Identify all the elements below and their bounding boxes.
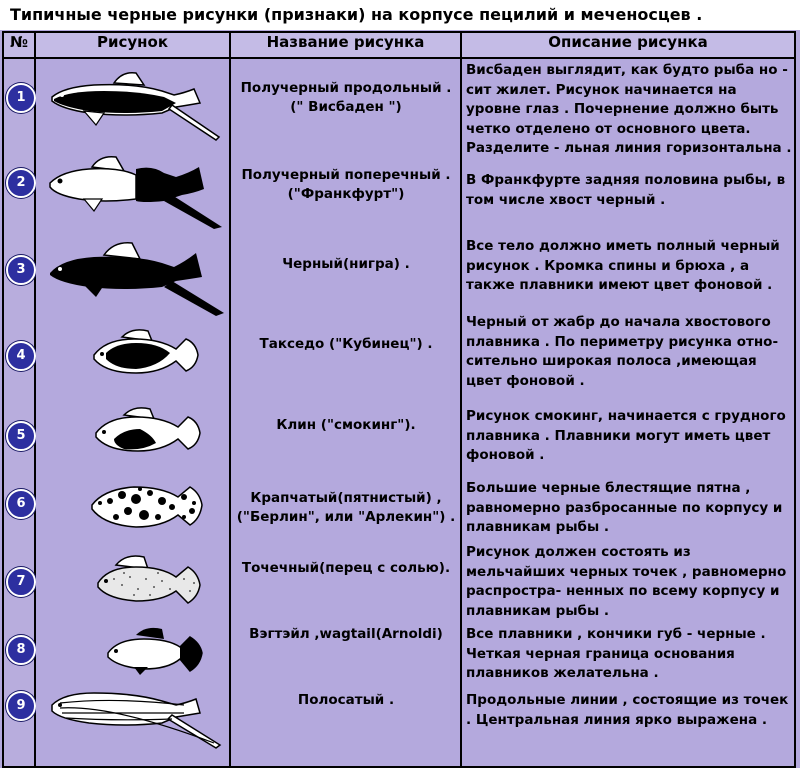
fish-wiesbaden-icon [51, 71, 221, 141]
pattern-name: Получерный поперечный . ("Франкфурт") [241, 167, 451, 202]
pattern-description: Черный от жабр до начала хвостового плав… [466, 314, 779, 389]
pattern-name: Клин ("смокинг"). [276, 417, 416, 433]
pattern-description: Продольные линии , состоящие из точек . … [466, 692, 789, 728]
pattern-description: Большие черные блестящие пятна , равноме… [466, 480, 783, 535]
name-column: Получерный продольный . (" Висбаден ") П… [229, 57, 462, 768]
fish-wedge-icon [95, 407, 201, 452]
row-number-badge: 2 [6, 168, 36, 198]
row-number-badge: 4 [6, 341, 36, 371]
fish-speckled-icon [97, 555, 201, 604]
pattern-name: Точечный(перец с солью). [241, 560, 451, 576]
pattern-description: Все плавники , кончики губ - черные . Че… [466, 626, 766, 681]
header-picture: Рисунок [34, 31, 231, 59]
fish-wagtail-icon [107, 627, 203, 675]
header-name: Название рисунка [229, 31, 462, 59]
row-number-badge: 3 [6, 255, 36, 285]
pattern-description: Рисунок смокинг, начинается с грудного п… [466, 408, 786, 463]
header-number: № [2, 31, 36, 59]
row-number-badge: 8 [6, 635, 36, 665]
pattern-description: В Франкфурте задняя половина рыбы, в том… [466, 172, 786, 208]
patterns-table: № Рисунок Название рисунка Описание рису… [2, 31, 796, 768]
row-number-badge: 1 [6, 83, 36, 113]
pattern-name: Такседо ("Кубинец") . [259, 336, 433, 352]
page-title: Типичные черные рисунки (признаки) на ко… [0, 0, 800, 30]
picture-column [34, 57, 231, 768]
pattern-name: Крапчатый(пятнистый) , ("Берлин", или "А… [236, 490, 456, 525]
header-description: Описание рисунка [460, 31, 796, 59]
description-column: Висбаден выглядит, как будто рыба но - с… [460, 57, 796, 768]
pattern-description: Висбаден выглядит, как будто рыба но - с… [466, 62, 792, 156]
pattern-name: Черный(нигра) . [282, 256, 410, 272]
row-number-badge: 9 [6, 691, 36, 721]
fish-black-icon [50, 242, 224, 316]
pattern-name: Вэгтэйл ,wagtail(Arnoldi) [249, 626, 443, 642]
table-header-row: № Рисунок Название рисунка Описание рису… [2, 31, 796, 59]
number-column: 1 2 3 4 5 6 7 8 9 [2, 57, 36, 768]
fish-frankfurt-icon [49, 155, 222, 229]
table-body-row: 1 2 3 4 5 6 7 8 9 [2, 57, 796, 768]
pattern-name: Получерный продольный . (" Висбаден ") [240, 80, 452, 115]
pattern-name: Полосатый . [297, 692, 395, 708]
pattern-description: Все тело должно иметь полный черный рису… [466, 238, 780, 293]
fish-spotted-icon [91, 486, 203, 528]
pattern-description: Рисунок должен состоять из мельчайших че… [466, 544, 787, 619]
row-number-badge: 6 [6, 489, 36, 519]
fish-tuxedo-icon [93, 329, 199, 374]
fish-striped-icon [51, 692, 222, 749]
row-number-badge: 7 [6, 567, 36, 597]
row-number-badge: 5 [6, 421, 36, 451]
